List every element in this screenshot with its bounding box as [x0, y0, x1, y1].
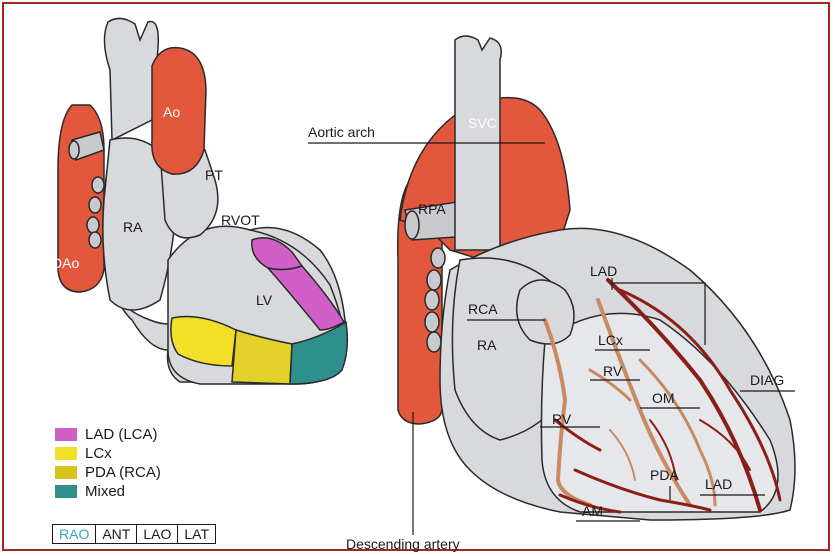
legend-item-mixed: Mixed	[55, 482, 161, 501]
label-rv-lower: RV	[552, 411, 572, 427]
label-dao: DAo	[52, 255, 79, 271]
label-rca: RCA	[468, 301, 498, 317]
legend-label-mixed: Mixed	[85, 483, 125, 500]
label-diag: DIAG	[750, 372, 784, 388]
view-lat[interactable]: LAT	[177, 525, 215, 543]
label-rv-upper: RV	[603, 363, 623, 379]
legend-label-pda: PDA (RCA)	[85, 464, 161, 481]
legend-item-lcx: LCx	[55, 444, 161, 463]
label-om: OM	[652, 390, 675, 406]
left-heart-diagram	[58, 18, 347, 384]
label-descending-artery: Descending artery	[346, 536, 460, 552]
label-pt: PT	[205, 167, 223, 183]
label-ra-right: RA	[477, 337, 497, 353]
label-ra-left: RA	[123, 219, 143, 235]
label-lad-bottom: LAD	[705, 476, 732, 492]
label-lv: LV	[256, 292, 273, 308]
label-lad-top: LAD	[590, 263, 617, 279]
label-svc: SVC	[468, 115, 497, 131]
legend-label-lcx: LCx	[85, 445, 112, 462]
view-rao[interactable]: RAO	[53, 525, 95, 543]
svc-left-shape	[104, 18, 158, 140]
legend-swatch-mixed	[55, 485, 77, 498]
legend-swatch-lad	[55, 428, 77, 441]
legend-item-lad: LAD (LCA)	[55, 425, 161, 444]
legend: LAD (LCA) LCx PDA (RCA) Mixed	[55, 425, 161, 501]
label-ao: Ao	[163, 104, 180, 120]
legend-item-pda: PDA (RCA)	[55, 463, 161, 482]
label-am: AM	[582, 503, 603, 519]
label-pda: PDA	[650, 467, 679, 483]
view-ant[interactable]: ANT	[95, 525, 136, 543]
label-rvot: RVOT	[221, 212, 260, 228]
legend-swatch-pda	[55, 466, 77, 479]
label-rpa: RPA	[418, 201, 446, 217]
view-lao[interactable]: LAO	[136, 525, 177, 543]
legend-swatch-lcx	[55, 447, 77, 460]
view-selector: RAO ANT LAO LAT	[52, 524, 216, 544]
legend-label-lad: LAD (LCA)	[85, 426, 158, 443]
label-aortic-arch: Aortic arch	[308, 124, 375, 140]
label-lcx: LCx	[598, 332, 623, 348]
